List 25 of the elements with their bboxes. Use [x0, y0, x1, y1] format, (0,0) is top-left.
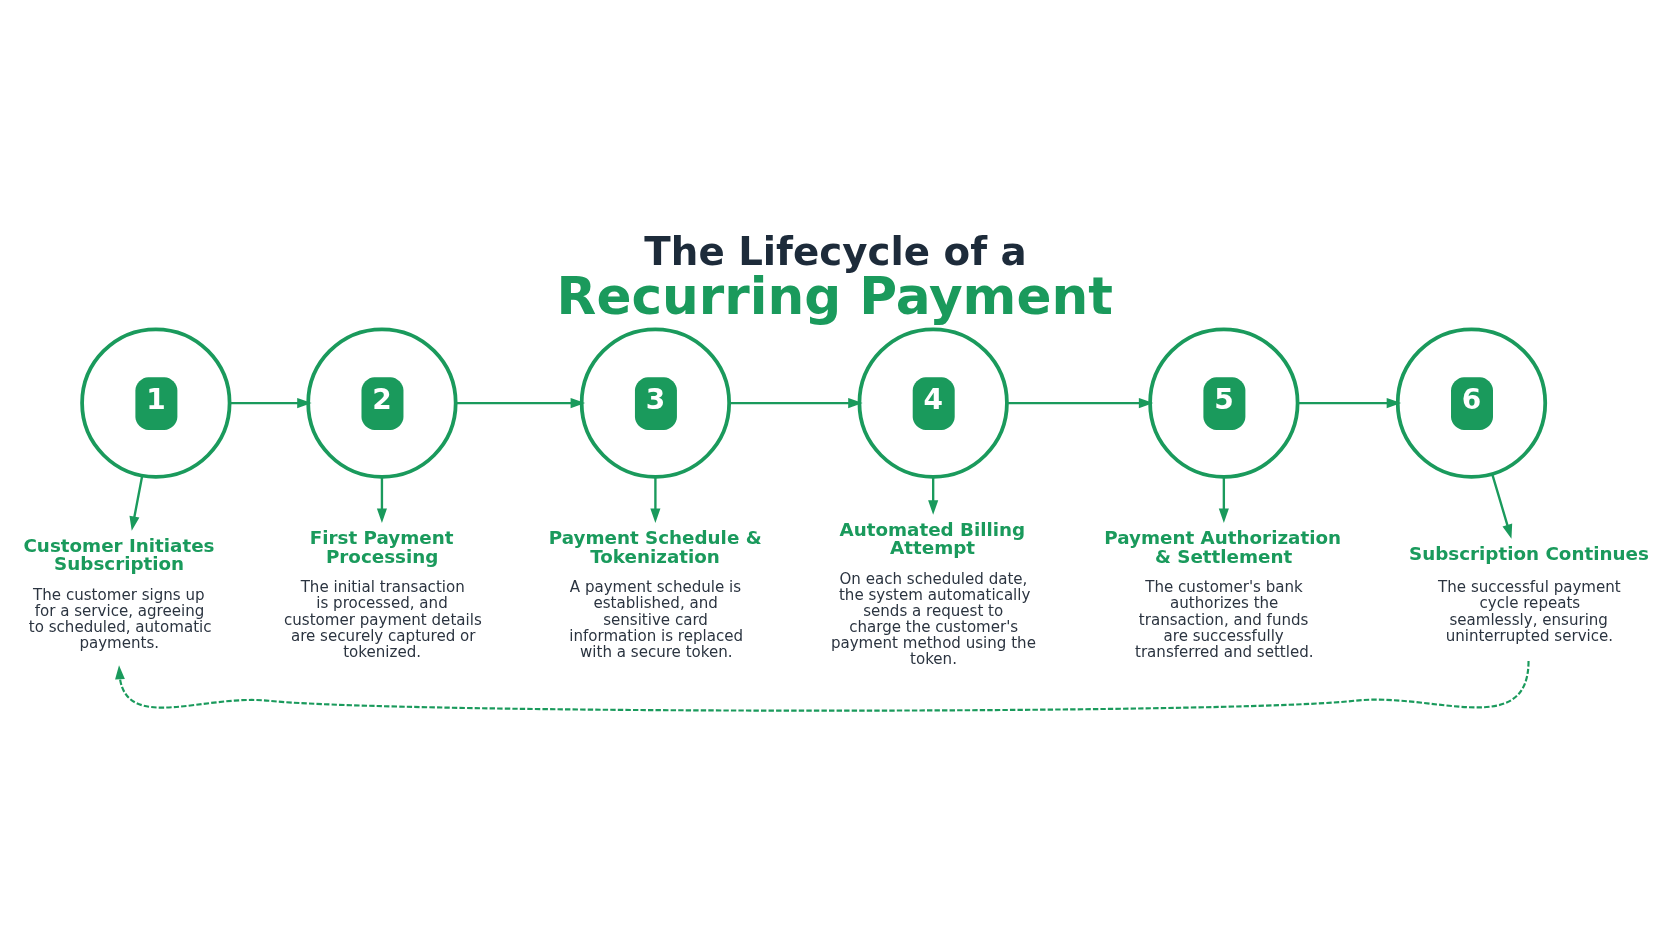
arrow	[928, 477, 939, 515]
node-text: Customer Initiates Subscription The customer signs up for a service, agreeing to scheduled, automatic payments.	[23, 534, 215, 653]
node-circle: 4	[857, 327, 1009, 479]
node-circle: 2	[306, 327, 458, 479]
node-circle: 5	[1148, 327, 1300, 479]
arrow	[1297, 398, 1402, 409]
arrow	[230, 398, 312, 409]
node-circle: 3	[579, 327, 732, 479]
node-text: Automated Billing Attempt On each scheduled date, the system automatically sends a request to charge the customer's payment method using the token.	[830, 518, 1036, 669]
arrow	[456, 398, 586, 409]
arrow	[1006, 398, 1154, 409]
node-text: Payment Authorization & Settlement The customer's bank authorizes the transaction, and funds are successfully transferred and settled.	[1104, 527, 1342, 661]
arrow	[1491, 473, 1513, 539]
node-text: Payment Schedule & Tokenization A payment schedule is established, and sensitive card information is replaced with a secure token.	[548, 527, 762, 661]
arrow	[1218, 477, 1229, 523]
arrow	[729, 398, 863, 409]
arrow	[650, 477, 661, 523]
arrow	[376, 477, 387, 523]
node-circle: 1	[80, 327, 232, 479]
node-text: Subscription Continues The successful payment cycle repeats seamlessly, ensuring uninterrupted service.	[1409, 543, 1649, 645]
arrow	[115, 660, 1530, 712]
arrow	[129, 475, 144, 531]
node-text: First Payment Processing The initial transaction is processed, and customer payment details are securely captured or tokenized.	[283, 527, 482, 661]
diagram-title: The Lifecycle of a Recurring Payment	[556, 228, 1113, 326]
node-circle: 6	[1395, 327, 1548, 479]
